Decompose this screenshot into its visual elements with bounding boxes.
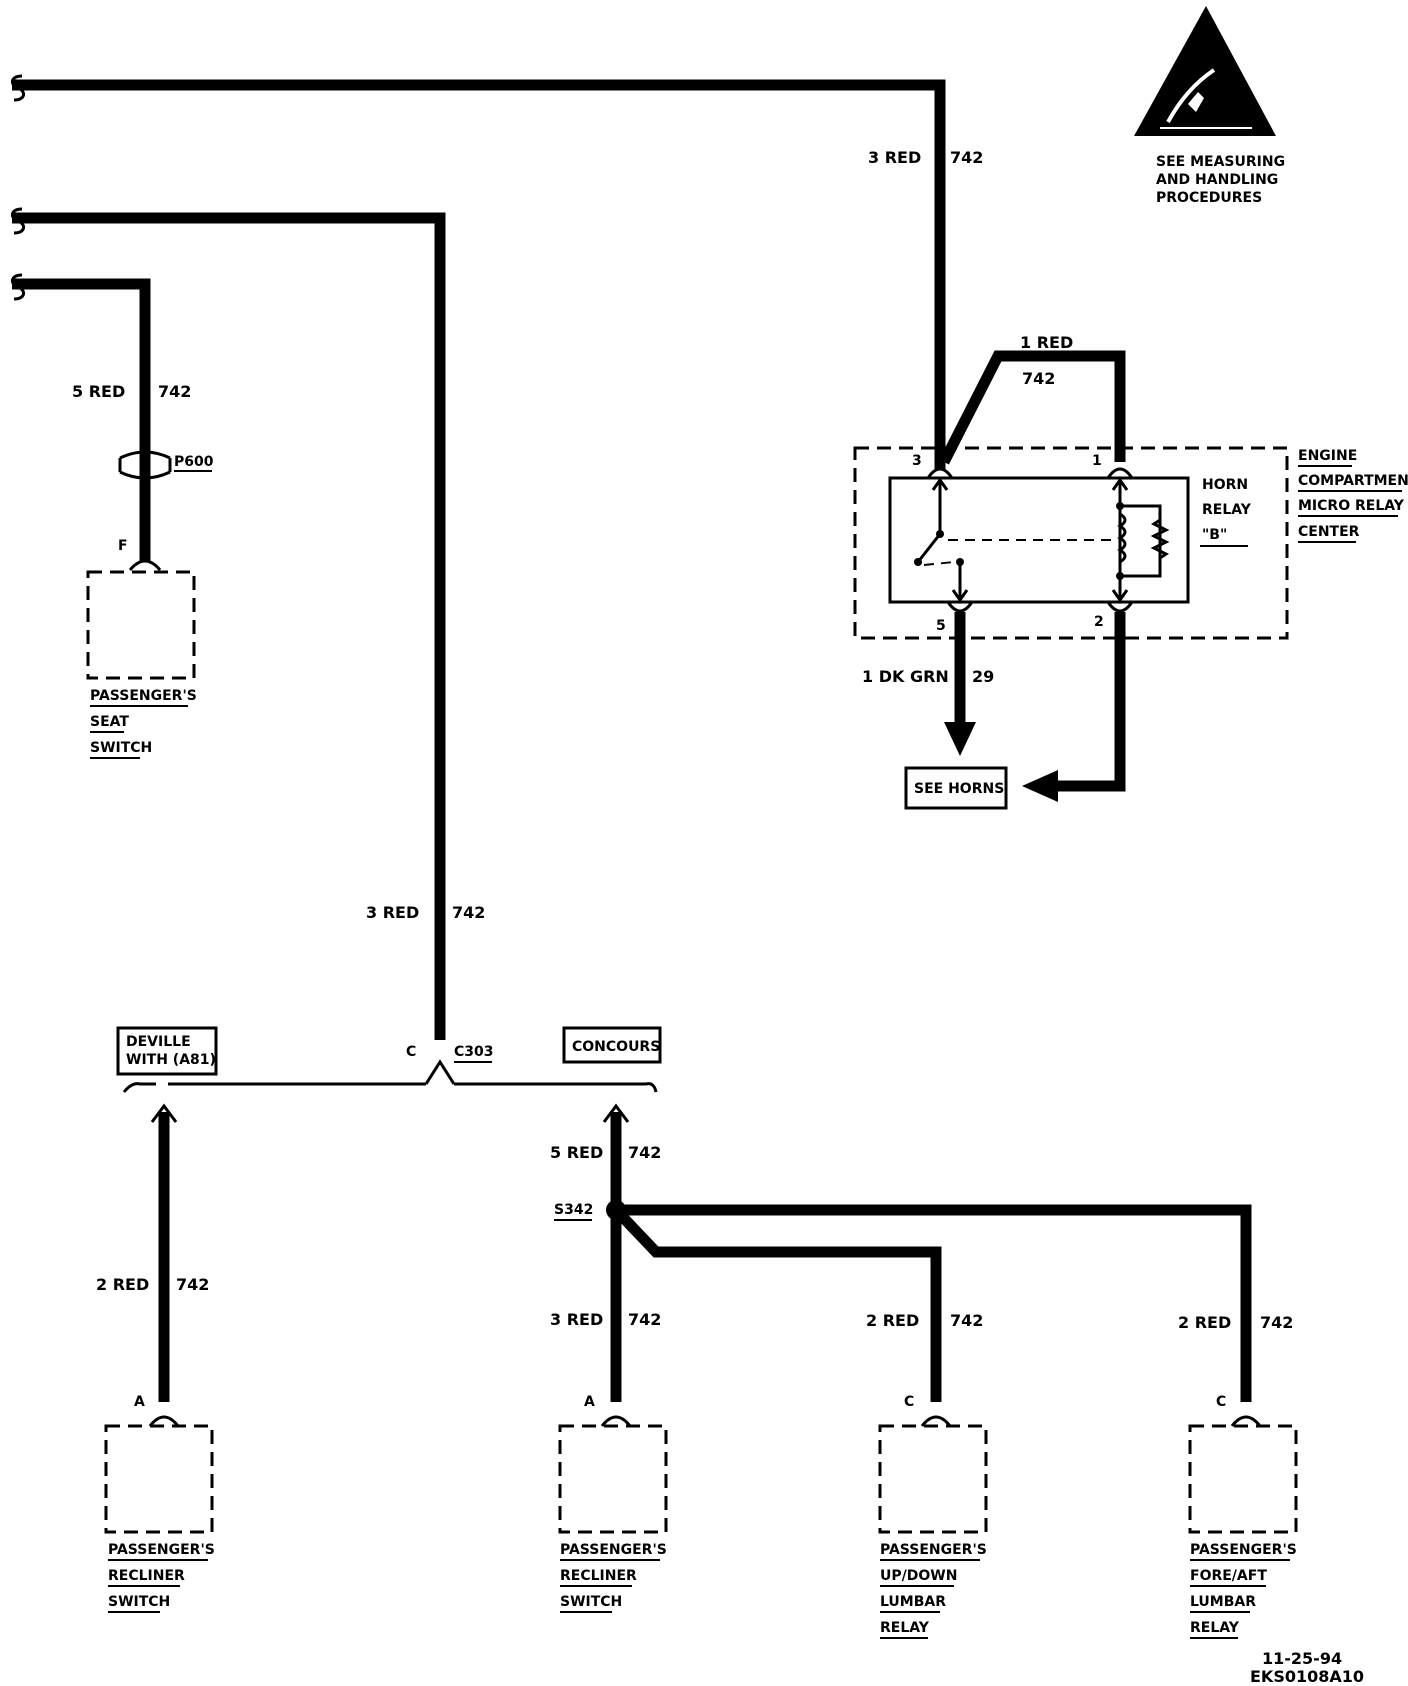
lumbar-fa-line1: PASSENGER'S — [1190, 1542, 1297, 1558]
wire-mid-3-red — [12, 212, 446, 1040]
recliner2-component — [558, 1424, 668, 1534]
seat-wire-circuit: 742 — [158, 382, 191, 401]
wire-top-3-red — [12, 79, 946, 470]
lumbar-fa-line2: FORE/AFT — [1190, 1568, 1267, 1584]
esd-warning-icon — [1134, 6, 1276, 136]
seat-switch-line3: SWITCH — [90, 740, 152, 756]
lumbar-ud-line1: PASSENGER'S — [880, 1542, 987, 1558]
relay-switch-contacts — [914, 477, 1112, 603]
see-horns-label: SEE HORNS — [914, 781, 1004, 797]
relay-pin-5: 5 — [936, 618, 946, 634]
lumbar-ud-line2: UP/DOWN — [880, 1568, 957, 1584]
horn-wire-label: 1 DK GRN — [862, 667, 949, 686]
seat-pin-label: F — [118, 538, 128, 554]
lumbar-ud-line3: LUMBAR — [880, 1594, 946, 1610]
option-deville-line2: WITH (A81) — [126, 1052, 216, 1068]
concours-wire-circuit: 742 — [628, 1143, 661, 1162]
wire-lumbar-fa-2-red — [616, 1204, 1252, 1402]
horn-relay-name3: "B" — [1202, 527, 1227, 543]
recliner1-line3: SWITCH — [108, 1594, 170, 1610]
relay-coil — [1111, 477, 1170, 603]
horn-relay-name1: HORN — [1202, 477, 1248, 493]
top-wire-label: 3 RED — [868, 148, 921, 167]
lumbar-fa-wire-circuit: 742 — [1260, 1313, 1293, 1332]
recliner2-wire-label: 3 RED — [550, 1310, 603, 1329]
wire-lumbar-ud-2-red — [612, 1206, 942, 1402]
option-deville-box — [116, 1026, 218, 1076]
footer-code: EKS0108A10 — [1250, 1667, 1364, 1686]
option-concours-box — [562, 1026, 662, 1064]
deville-wire-label: 2 RED — [96, 1275, 149, 1294]
c303-connector-icon — [424, 1059, 456, 1085]
footer-date: 11-25-94 — [1262, 1649, 1342, 1668]
lumbar-ud-component — [878, 1424, 988, 1534]
lumbar-fa-line4: RELAY — [1190, 1620, 1240, 1636]
lumbar-ud-wire-label: 2 RED — [866, 1311, 919, 1330]
lumbar-fa-pin-label: C — [1216, 1394, 1226, 1410]
esd-note-line3: PROCEDURES — [1156, 190, 1262, 206]
lumbar-ud-line4: RELAY — [880, 1620, 930, 1636]
recliner1-line1: PASSENGER'S — [108, 1542, 215, 1558]
lumbar-ud-wire-circuit: 742 — [950, 1311, 983, 1330]
concours-wire-label: 5 RED — [550, 1143, 603, 1162]
recliner2-line1: PASSENGER'S — [560, 1542, 667, 1558]
deville-wire-circuit: 742 — [176, 1275, 209, 1294]
esd-note-line1: SEE MEASURING — [1156, 154, 1285, 170]
recliner1-component — [104, 1424, 214, 1534]
horn-relay-body — [888, 476, 1190, 604]
wire-break-symbol — [11, 207, 25, 235]
connector-p600-label: P600 — [174, 454, 214, 470]
wire-relay-jumper-1-red — [939, 350, 1126, 465]
relay-jumper-circuit: 742 — [1022, 369, 1055, 388]
wire-break-symbol — [11, 74, 25, 102]
recliner1-line2: RECLINER — [108, 1568, 185, 1584]
option-deville-line1: DEVILLE — [126, 1034, 191, 1050]
relay-pin-3: 3 — [912, 453, 922, 469]
lumbar-fa-component — [1188, 1424, 1298, 1534]
micro-relay-center-outline — [853, 446, 1289, 640]
recliner1-pin-label: A — [134, 1394, 145, 1410]
lumbar-fa-wire-label: 2 RED — [1178, 1313, 1231, 1332]
seat-wire-label: 5 RED — [72, 382, 125, 401]
horn-wire-circuit: 29 — [972, 667, 994, 686]
wire-seat-5-red — [12, 278, 151, 562]
top-wire-circuit: 742 — [950, 148, 983, 167]
c303-connector-label: C303 — [454, 1044, 494, 1060]
seat-switch-component — [86, 570, 196, 680]
mid-wire-label: 3 RED — [366, 903, 419, 922]
option-concours-label: CONCOURS — [572, 1039, 660, 1055]
connector-p600-icon — [118, 450, 172, 480]
mid-wire-circuit: 742 — [452, 903, 485, 922]
horn-relay-name2: RELAY — [1202, 502, 1252, 518]
splice-s342-label: S342 — [554, 1202, 593, 1218]
option-bus-line — [122, 1082, 658, 1093]
wire-relay-pin2-ground — [1058, 612, 1126, 792]
relay-jumper-label: 1 RED — [1020, 333, 1073, 352]
seat-switch-line1: PASSENGER'S — [90, 688, 197, 704]
recliner2-pin-label: A — [584, 1394, 595, 1410]
relay-center-line4: CENTER — [1298, 524, 1360, 540]
see-horns-box — [904, 766, 1008, 810]
relay-center-line2: COMPARTMENT — [1298, 473, 1408, 489]
c303-pin-label: C — [406, 1044, 416, 1060]
relay-center-line1: ENGINE — [1298, 448, 1357, 464]
wire-break-symbol — [11, 273, 25, 301]
relay-pin-1: 1 — [1092, 453, 1102, 469]
relay-pin-2: 2 — [1094, 614, 1104, 630]
recliner2-line2: RECLINER — [560, 1568, 637, 1584]
recliner2-wire-circuit: 742 — [628, 1310, 661, 1329]
seat-switch-line2: SEAT — [90, 714, 129, 730]
recliner2-line3: SWITCH — [560, 1594, 622, 1610]
lumbar-ud-pin-label: C — [904, 1394, 914, 1410]
lumbar-fa-line3: LUMBAR — [1190, 1594, 1256, 1610]
esd-note-line2: AND HANDLING — [1156, 172, 1278, 188]
relay-center-line3: MICRO RELAY — [1298, 498, 1405, 514]
